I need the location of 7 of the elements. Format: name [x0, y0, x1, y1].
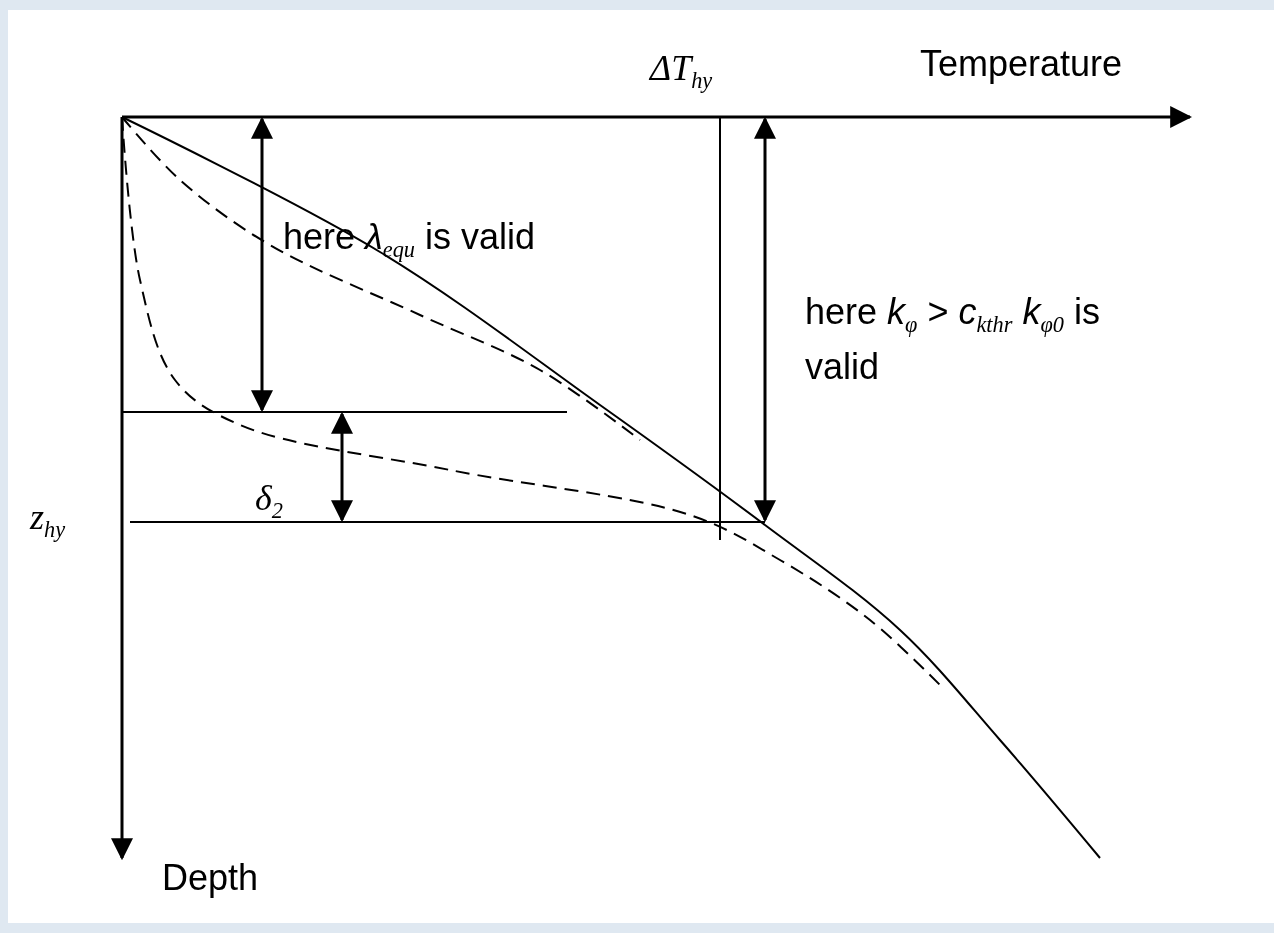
- axis-label: ΔT$_{hy}$: [650, 48, 713, 94]
- axis-label: z$_{hy}$: [30, 497, 66, 543]
- axis-label: Depth: [162, 857, 259, 899]
- axis-label: Temperature: [920, 43, 1123, 85]
- dimension-label: δ$_{2}$: [255, 478, 283, 524]
- annotation-text: here λ$_{equ}$ is valid: [283, 216, 536, 263]
- annotation-text: here k$_{φ}$ > c$_{kthr}$ k$_{φ0}$ is valid: [805, 290, 1101, 390]
